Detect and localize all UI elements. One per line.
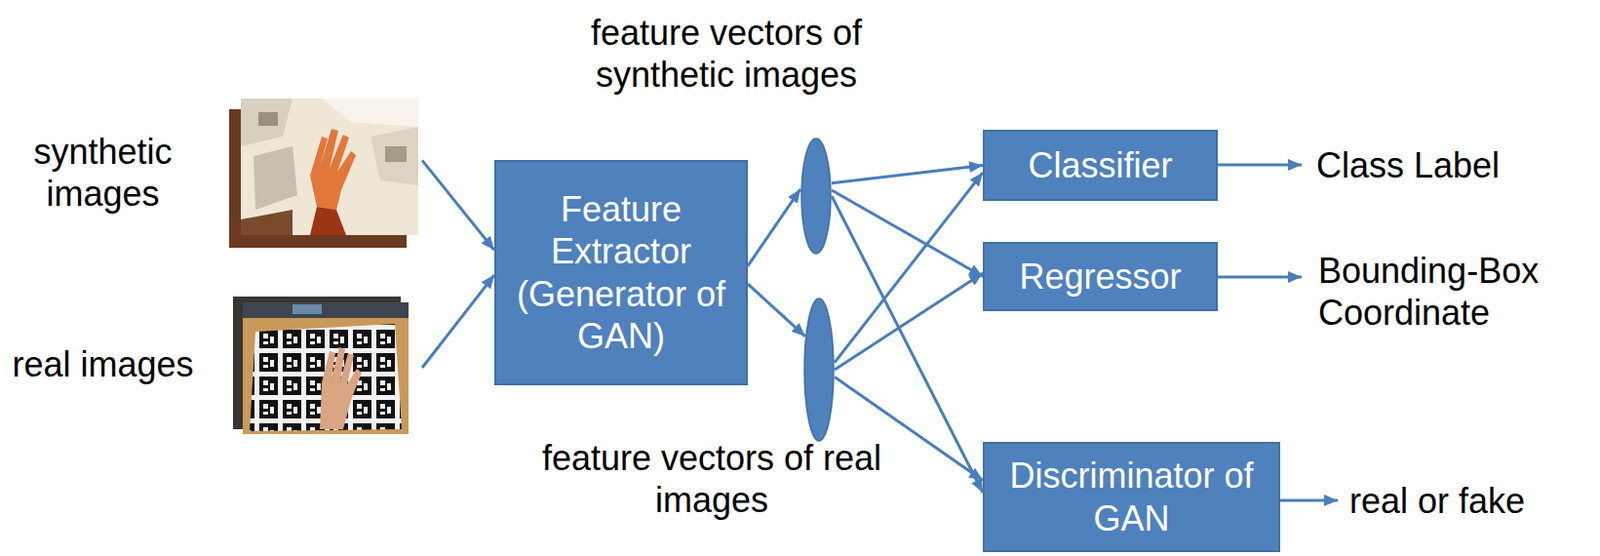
floor — [240, 209, 293, 235]
ellipse-label: feature vectors of real images — [531, 436, 893, 521]
ellipse-shape — [803, 297, 835, 442]
feature-vector-ellipse: feature vectors of real images — [803, 297, 835, 442]
ellipse-label: feature vectors of synthetic images — [546, 11, 907, 96]
wall — [321, 98, 419, 127]
box-text: Feature Extractor (Generator of GAN) — [513, 188, 729, 357]
real-image-picture — [233, 296, 409, 434]
marker-board — [249, 323, 402, 431]
flow-arrow — [834, 172, 983, 363]
flow-arrow — [747, 189, 801, 267]
wall — [370, 126, 419, 186]
image-label: synthetic images — [7, 130, 198, 215]
output-arrow — [1217, 275, 1302, 279]
front-image — [242, 302, 409, 434]
ellipse-fill — [801, 138, 831, 254]
output-label: Bounding-Box Coordinate — [1318, 249, 1587, 334]
monitor — [292, 304, 322, 314]
wall — [240, 98, 293, 147]
box-text: Discriminator of GAN — [1002, 454, 1261, 539]
generator-box: Feature Extractor (Generator of GAN) — [494, 159, 748, 386]
panel — [258, 112, 278, 126]
output-label: real or fake — [1349, 479, 1574, 522]
flow-arrow — [747, 283, 806, 337]
output-arrow — [1217, 163, 1302, 167]
hand — [310, 128, 356, 210]
panel — [385, 146, 407, 162]
discriminator-box: Discriminator of GAN — [982, 441, 1281, 552]
synthetic-image-picture — [229, 98, 419, 248]
ellipse-fill — [804, 298, 834, 441]
flow-arrow — [831, 165, 983, 184]
flow-arrow — [834, 273, 983, 370]
front-image — [240, 98, 419, 235]
output-label: Class Label — [1316, 144, 1561, 187]
ellipse-shape — [800, 137, 832, 255]
image-input: synthetic images — [7, 95, 423, 250]
flow-arrow — [422, 159, 495, 250]
output-arrow — [1280, 499, 1338, 503]
box-text: Classifier — [1027, 144, 1172, 187]
feature-vector-ellipse: feature vectors of synthetic images — [800, 137, 832, 255]
arm — [310, 206, 347, 235]
background — [242, 302, 409, 318]
regressor-box: Regressor — [982, 241, 1218, 312]
classifier-box: Classifier — [982, 129, 1218, 201]
image-input: real images — [7, 292, 423, 437]
box-text: Regressor — [1018, 255, 1181, 298]
hand — [319, 347, 362, 430]
flow-arrow — [422, 274, 495, 368]
image-label: real images — [11, 343, 194, 386]
wall — [253, 146, 298, 210]
